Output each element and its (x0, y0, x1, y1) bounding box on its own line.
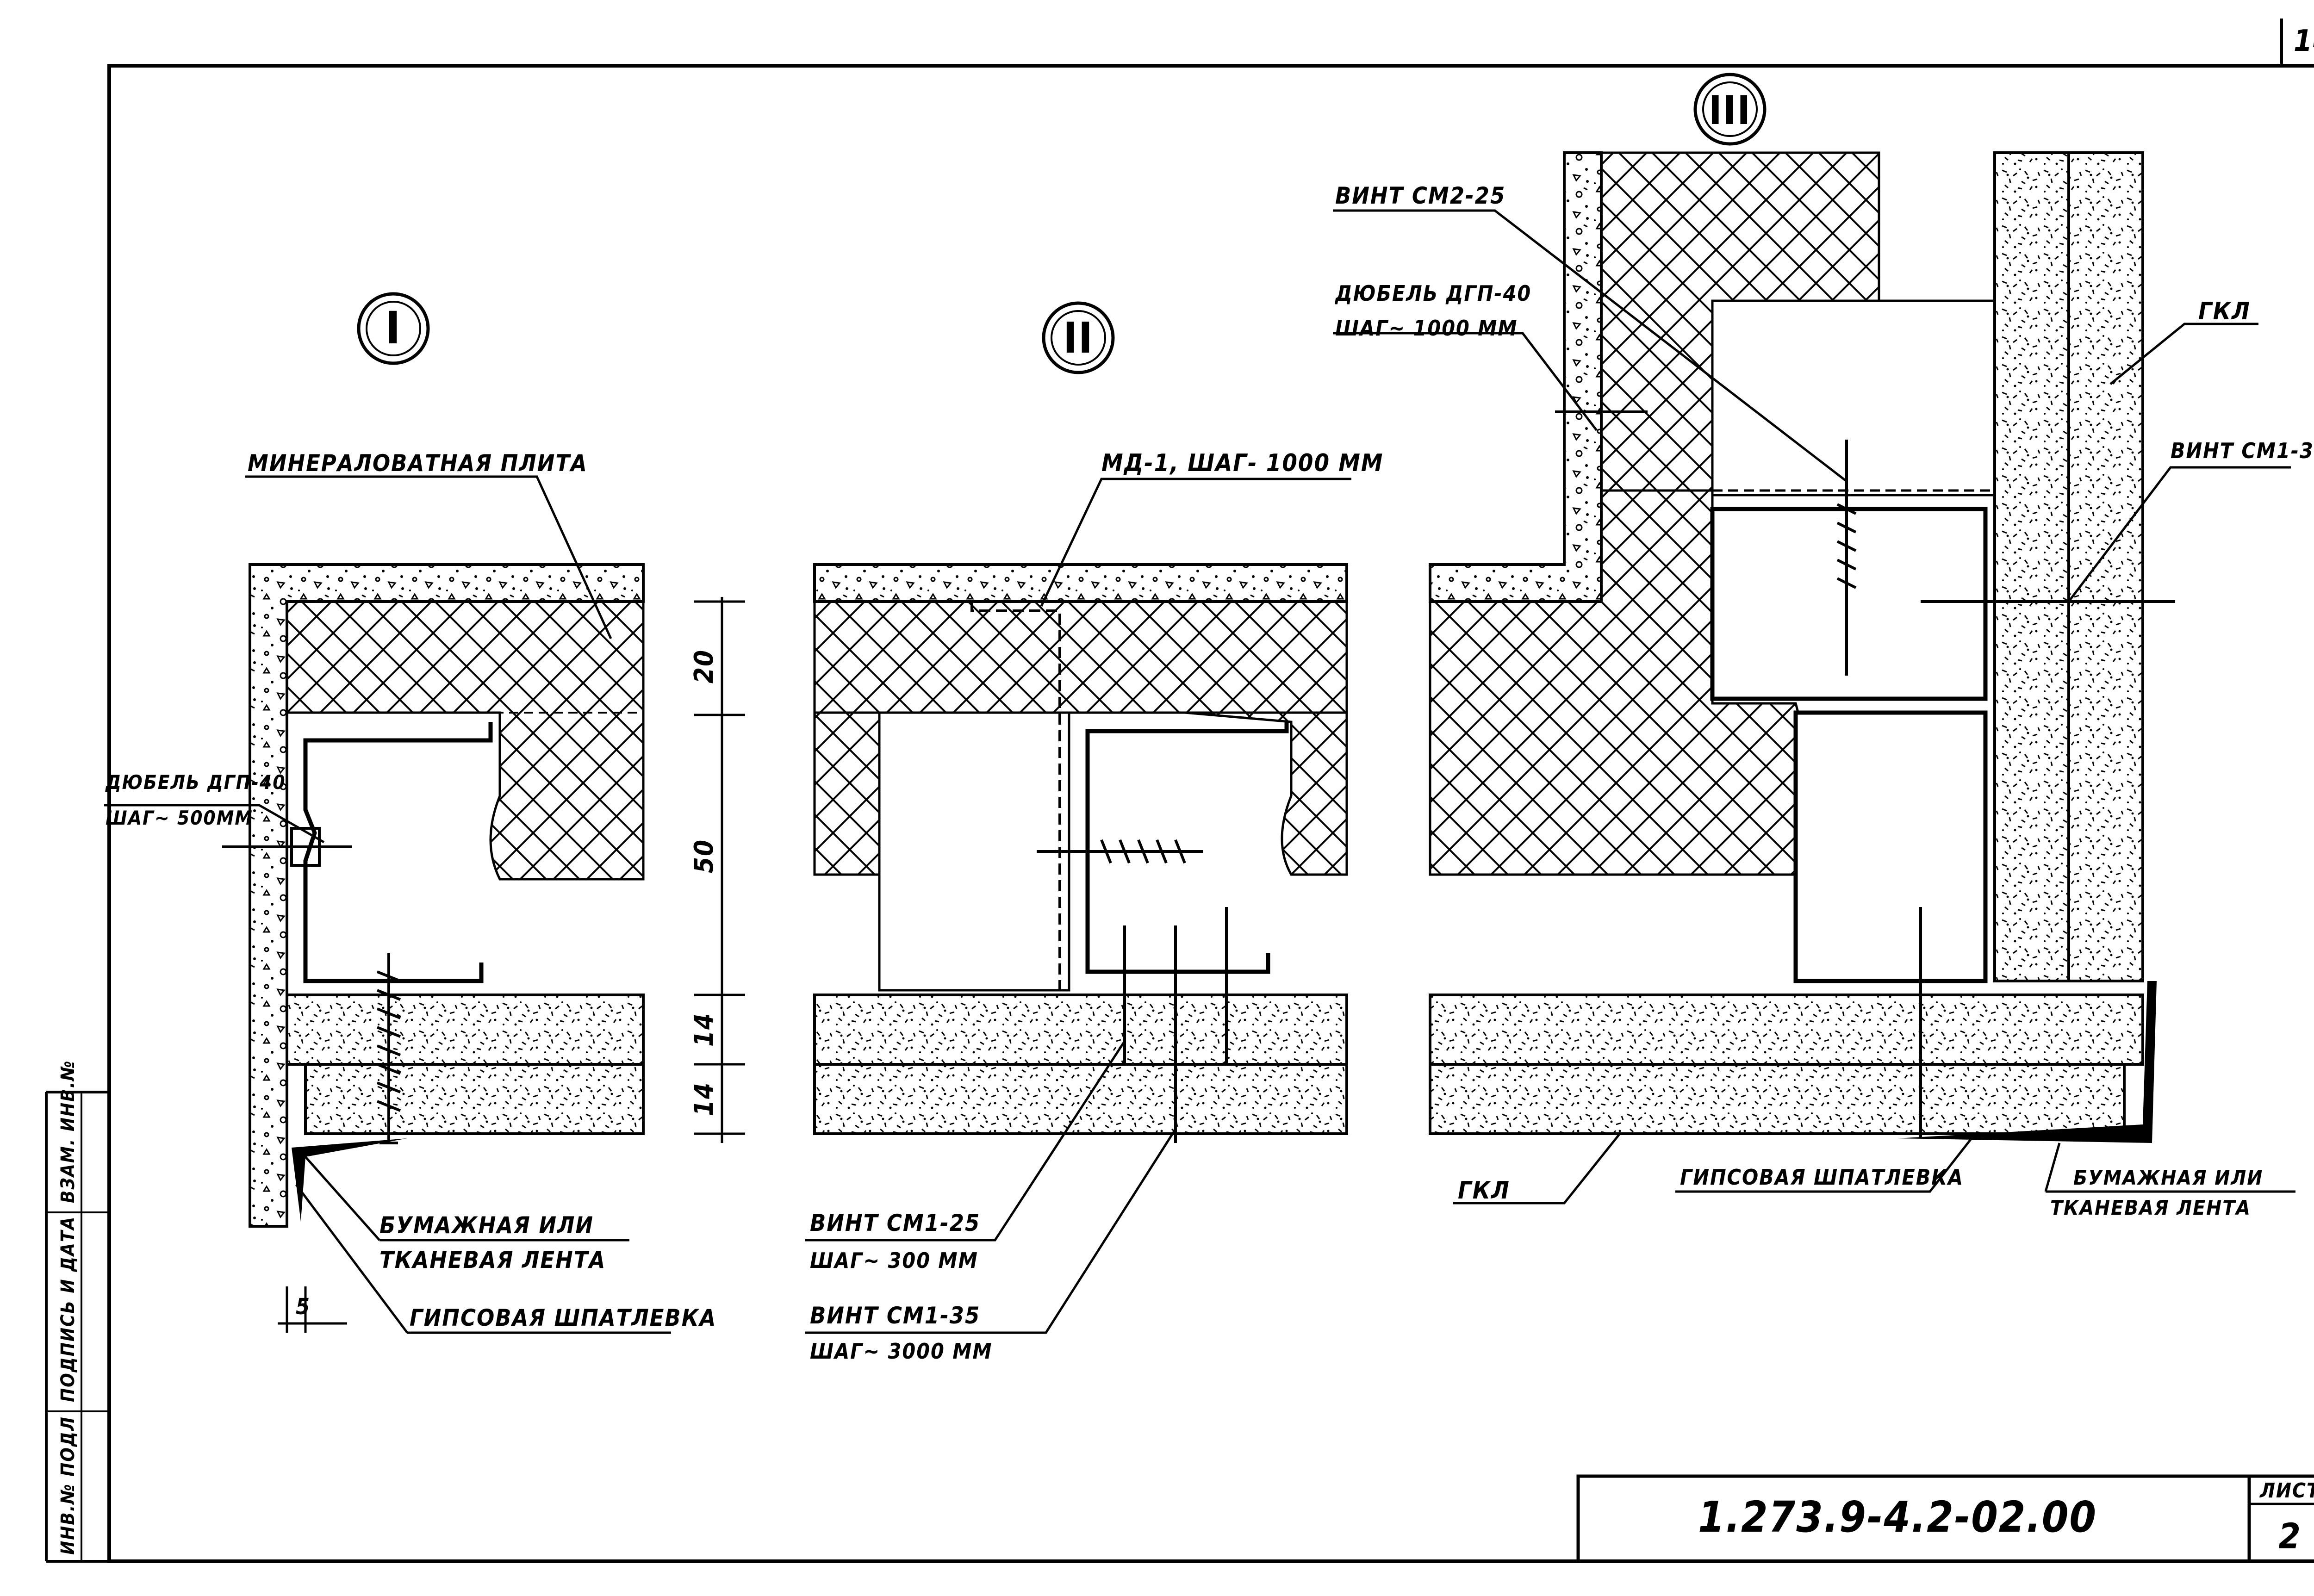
page-number: 14 (2294, 24, 2314, 58)
md-connector (970, 602, 1061, 990)
leader-line (1333, 209, 2295, 1205)
concrete-slab (813, 563, 1348, 603)
mineral-wool-plate (813, 600, 1348, 714)
gkl-board-1 (1429, 994, 2144, 1066)
dim-50: 50 (689, 839, 719, 873)
label-tape-2: ТКАНЕВАЯ ЛЕНТА (2050, 1196, 2251, 1220)
stamp-inv-podl: ИНВ.№ ПОДЛ (57, 1416, 79, 1555)
label-screw35-2: ШАГ~ 3000 ММ (810, 1339, 993, 1364)
label-tape-2: ТКАНЕВАЯ ЛЕНТА (379, 1247, 606, 1273)
label-mineral-plate: МИНЕРАЛОВАТНАЯ ПЛИТА (248, 450, 588, 477)
stamp-podpis-data: ПОДПИСЬ И ДАТА (57, 1216, 79, 1402)
gkl-board-2 (1429, 1063, 2126, 1135)
label-dowel-2: ШАГ~ 1000 ММ (1335, 316, 1518, 341)
label-screw35-1: ВИНТ СМ1-35 (810, 1302, 980, 1329)
gkl-board-vertical-2 (2067, 151, 2144, 982)
profile-box (1711, 299, 1996, 497)
screw (376, 953, 401, 1144)
detail-three-marker: III (1709, 87, 1751, 134)
detail-one: I (104, 292, 745, 1334)
tape-and-putty (292, 1138, 407, 1222)
detail-one-marker: I (386, 302, 401, 354)
label-screw25-1: ВИНТ СМ1-25 (810, 1210, 980, 1236)
stamp-vzam-inv: ВЗАМ. ИНВ.№ (57, 1060, 79, 1203)
steel-profile (1793, 710, 1988, 983)
steel-profile (1710, 507, 1988, 701)
mineral-wool-plate (1184, 711, 1348, 876)
dim-14b: 14 (689, 1082, 719, 1116)
detail-two: II МД-1, ШАГ- 1000 ММ ВИНТ СМ1-25 ШАГ~ 3… (805, 301, 1383, 1364)
list-number: 2 (2278, 1515, 2302, 1557)
detail-two-marker: II (1063, 313, 1094, 363)
label-putty: ГИПСОВАЯ ШПАТЛЕВКА (410, 1304, 716, 1331)
label-md: МД-1, ШАГ- 1000 ММ (1101, 449, 1383, 477)
detail-one-marker-circle (357, 292, 430, 365)
dim-20: 20 (689, 649, 719, 683)
dowel (222, 827, 352, 867)
gkl-board-1 (286, 994, 645, 1066)
leader-line (805, 478, 1351, 1334)
label-screw-cm2: ВИНТ СМ2-25 (1335, 182, 1505, 209)
gkl-board-1 (813, 994, 1348, 1066)
detail-two-marker-circle (1042, 301, 1115, 374)
sheet-frame (45, 19, 2314, 1563)
screw (1555, 410, 2175, 1138)
mineral-wool-plate (813, 711, 881, 876)
steel-profile (303, 722, 493, 983)
document-code: 1.273.9-4.2-02.00 (1698, 1492, 2097, 1542)
detail-three: III (1333, 73, 2314, 1220)
list-label: ЛИСТ (2259, 1479, 2314, 1503)
leader-line (104, 475, 671, 1334)
label-putty: ГИПСОВАЯ ШПАТЛЕВКА (1680, 1165, 1964, 1190)
label-dowel-1: ДЮБЕЛЬ ДГП-40 (105, 771, 286, 794)
label-tape-1: БУМАЖНАЯ ИЛИ (379, 1212, 594, 1239)
label-screw-cm1: ВИНТ СМ1-35 (2171, 438, 2314, 463)
mineral-wool-plate (286, 600, 645, 881)
detail-three-marker-circle (1693, 73, 1767, 146)
dimension-line (278, 597, 745, 1333)
gkl-board-2 (304, 1063, 645, 1135)
label-gkl-top: ГКЛ (2198, 298, 2251, 325)
label-dowel-1: ДЮБЕЛЬ ДГП-40 (1334, 281, 1531, 306)
label-gkl-bottom: ГКЛ (1458, 1177, 1510, 1205)
tape-and-putty (1897, 981, 2157, 1143)
label-tape-1: БУМАЖНАЯ ИЛИ (2073, 1166, 2263, 1190)
label-dowel-2: ШАГ~ 500ММ (106, 807, 253, 829)
concrete-wall (1429, 151, 1603, 603)
dim-5: 5 (296, 1294, 311, 1320)
gkl-board-2 (813, 1063, 1348, 1135)
steel-profile (1085, 722, 1289, 974)
label-screw25-2: ШАГ~ 300 ММ (810, 1248, 978, 1273)
gkl-board-vertical-1 (1993, 151, 2070, 982)
dim-14a: 14 (689, 1012, 719, 1047)
